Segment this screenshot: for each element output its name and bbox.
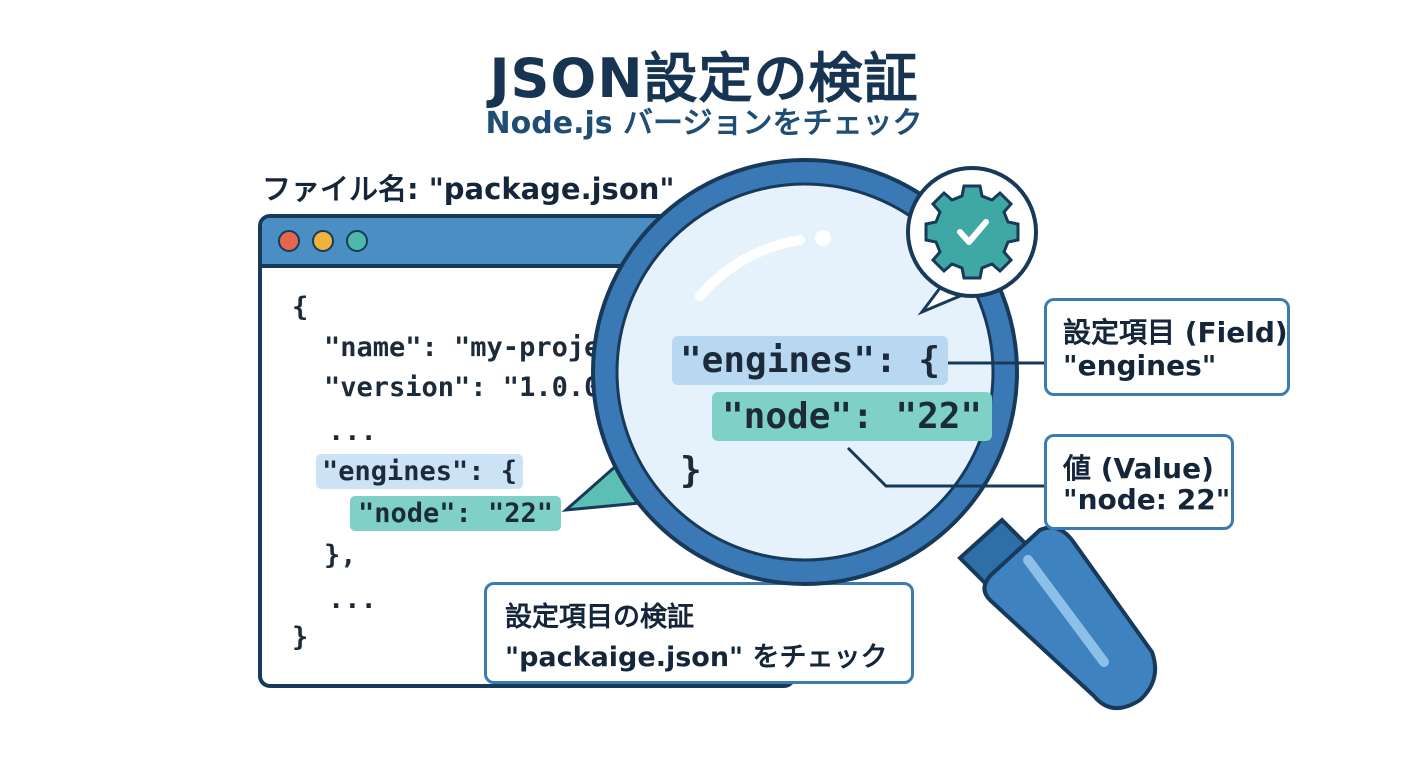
code-line-ellipsis: ... [328, 584, 377, 615]
value-connector [846, 446, 1044, 488]
code-line-close-inner: }, [324, 540, 357, 571]
close-window-dot[interactable] [278, 230, 300, 252]
validation-note-box: 設定項目の検証 "packaige.json" をチェック [484, 582, 914, 684]
gear-check-icon [906, 166, 1038, 316]
value-callout: 値 (Value) "node: 22" [1044, 434, 1234, 530]
validation-note-title: 設定項目の検証 [505, 602, 694, 633]
lens-engines-line: "engines": { [672, 336, 949, 385]
lens-node-line: "node": "22" [712, 392, 993, 441]
maximize-window-dot[interactable] [346, 230, 368, 252]
code-line-open: { [292, 292, 309, 323]
value-callout-value: "node: 22" [1063, 483, 1231, 516]
validation-note-detail: "packaige.json" をチェック [505, 642, 888, 673]
code-line-node: "node": "22" [350, 496, 562, 531]
code-line-engines: "engines": { [316, 454, 524, 489]
code-line-name: "name": "my-projec [324, 332, 617, 363]
lens-close-brace: } [680, 450, 702, 491]
code-line-close: } [292, 622, 309, 653]
field-callout-value: "engines" [1063, 349, 1217, 382]
field-callout: 設定項目 (Field) "engines" [1044, 298, 1290, 396]
minimize-window-dot[interactable] [312, 230, 334, 252]
code-line-ellipsis: ... [328, 416, 377, 447]
field-callout-title: 設定項目 (Field) [1063, 316, 1288, 349]
value-callout-title: 値 (Value) [1063, 452, 1214, 485]
file-name-label: ファイル名: "package.json" [262, 172, 675, 206]
page-title: JSON設定の検証 [489, 47, 919, 110]
page-subtitle: Node.js バージョンをチェック [485, 106, 923, 141]
code-line-version: "version": "1.0.0 [324, 372, 601, 403]
